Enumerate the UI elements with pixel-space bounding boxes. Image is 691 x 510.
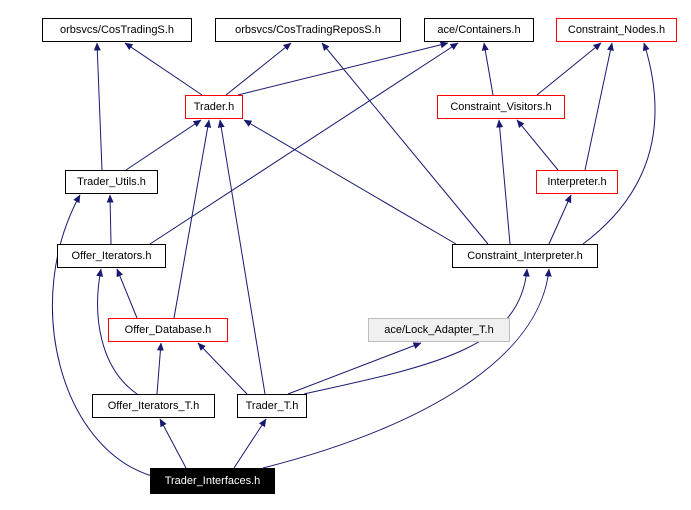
edge-trader_t-to-trader — [217, 119, 266, 395]
node-constraint_visitors[interactable]: Constraint_Visitors.h — [437, 95, 565, 119]
edge-constraint_visitors-to-ace_containers — [481, 42, 494, 96]
edge-trader_interfaces-to-trader_utils — [52, 194, 153, 477]
edge-trader-to-cos_trading_s — [124, 42, 203, 96]
edge-trader_interfaces-to-constraint_interpreter — [262, 268, 552, 469]
edge-trader_t-to-constraint_interpreter — [303, 268, 530, 395]
edge-offer_database-to-offer_iterators — [116, 268, 138, 319]
edge-constraint_interpreter-to-trader — [243, 119, 457, 245]
edge-trader_t-to-ace_lock_adapter — [287, 342, 422, 395]
edge-trader_t-to-offer_database — [197, 342, 248, 395]
node-cos_trading_repos_s[interactable]: orbsvcs/CosTradingReposS.h — [215, 18, 401, 42]
edge-trader-to-ace_containers — [237, 41, 449, 96]
node-trader_utils[interactable]: Trader_Utils.h — [65, 170, 158, 194]
edge-offer_iterators-to-trader_utils — [106, 194, 114, 245]
node-offer_database[interactable]: Offer_Database.h — [108, 318, 228, 342]
edge-offer_iterators-to-ace_containers — [149, 42, 459, 245]
edge-trader_utils-to-trader — [125, 119, 202, 171]
edge-trader_interfaces-to-trader_t — [233, 418, 267, 469]
edge-constraint_interpreter-to-constraint_visitors — [496, 119, 511, 245]
node-constraint_nodes[interactable]: Constraint_Nodes.h — [556, 18, 677, 42]
node-trader[interactable]: Trader.h — [185, 95, 243, 119]
node-ace_containers[interactable]: ace/Containers.h — [424, 18, 534, 42]
node-constraint_interpreter[interactable]: Constraint_Interpreter.h — [452, 244, 598, 268]
node-trader_t[interactable]: Trader_T.h — [237, 394, 307, 418]
node-interpreter[interactable]: Interpreter.h — [536, 170, 618, 194]
edge-trader_utils-to-cos_trading_s — [93, 42, 103, 171]
node-trader_interfaces: Trader_Interfaces.h — [150, 468, 275, 494]
edge-offer_database-to-trader — [173, 119, 212, 319]
edge-trader-to-cos_trading_repos_s — [225, 42, 292, 96]
edge-offer_iterators_t-to-offer_database — [156, 342, 164, 395]
edge-constraint_interpreter-to-interpreter — [548, 194, 572, 245]
edge-constraint_visitors-to-constraint_nodes — [536, 42, 602, 96]
edge-interpreter-to-constraint_nodes — [584, 42, 614, 171]
edge-constraint_interpreter-to-constraint_nodes — [582, 42, 656, 245]
edge-interpreter-to-constraint_visitors — [516, 119, 559, 171]
edge-trader_interfaces-to-offer_iterators_t — [159, 418, 187, 469]
edge-offer_iterators_t-to-offer_iterators — [96, 268, 138, 395]
edge-constraint_interpreter-to-cos_trading_repos_s — [321, 42, 489, 245]
node-ace_lock_adapter: ace/Lock_Adapter_T.h — [368, 318, 510, 342]
node-cos_trading_s[interactable]: orbsvcs/CosTradingS.h — [42, 18, 192, 42]
node-offer_iterators_t[interactable]: Offer_Iterators_T.h — [92, 394, 215, 418]
node-offer_iterators[interactable]: Offer_Iterators.h — [57, 244, 166, 268]
